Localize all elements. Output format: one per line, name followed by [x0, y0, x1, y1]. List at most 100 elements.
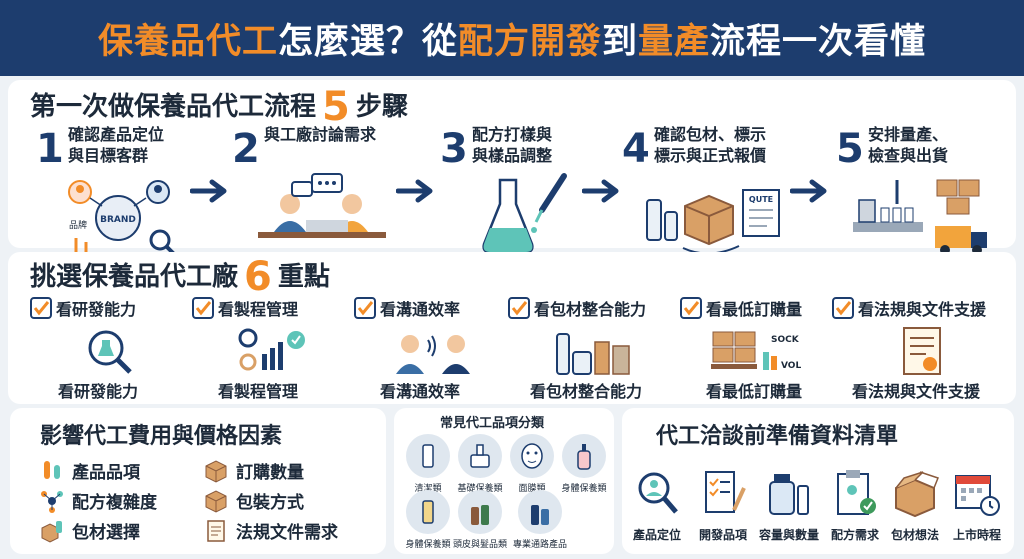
point-label: 看溝通效率 — [380, 300, 461, 319]
step-title: 與工廠討論需求 — [264, 125, 377, 144]
test-tube-icon — [44, 460, 60, 479]
factor-label: 產品品項 — [72, 463, 140, 483]
open-box-icon — [895, 471, 939, 518]
step-number: 4 — [622, 126, 650, 172]
checkbox-checked-icon — [30, 297, 52, 319]
shampoo-bottle-icon — [471, 505, 489, 525]
step-title: 確認產品定位 與目標客群 — [68, 125, 165, 165]
point-header: 看研發能力 — [30, 296, 136, 320]
factor-label: 訂購數量 — [236, 463, 304, 483]
factor-label: 法規文件需求 — [236, 523, 338, 543]
point-communication: 看溝通效率 看溝通效率 — [354, 296, 514, 406]
professional-bottles-icon — [531, 505, 549, 525]
point-header: 看包材整合能力 — [508, 296, 646, 320]
checkbox-checked-icon — [508, 297, 530, 319]
category-label: 面膜類 — [518, 484, 546, 494]
prep-development-items: 開發品項 — [690, 468, 756, 548]
point-caption: 看法規與文件支援 — [852, 382, 981, 401]
point-rd-capability: 看研發能力 看研發能力 — [30, 296, 190, 406]
product-tag: 品牌 — [69, 219, 87, 231]
jar-bottle-icon — [769, 474, 809, 515]
step-number: 5 — [836, 126, 864, 172]
point-label: 看最低訂購量 — [706, 300, 803, 319]
point-header: 看製程管理 — [192, 296, 298, 320]
category-mask: 面膜類 — [502, 434, 562, 496]
selection-panel — [8, 252, 1016, 404]
lotion-bottle-icon — [577, 444, 591, 470]
factor-label: 包材選擇 — [72, 523, 140, 543]
checkbox-checked-icon — [680, 297, 702, 319]
arrow-right-icon — [396, 179, 433, 203]
title-text-4: 到 — [602, 21, 639, 62]
point-label: 看包材整合能力 — [534, 300, 647, 319]
step-title: 配方打樣與 與樣品調整 — [472, 125, 553, 165]
arrow-right-icon — [582, 179, 619, 203]
point-header: 看最低訂購量 — [680, 296, 802, 320]
prep-label: 容量與數量 — [758, 528, 819, 542]
cream-jar-icon — [470, 444, 490, 468]
sock-tag: SOCK — [771, 335, 800, 345]
factor-label: 配方複雜度 — [72, 493, 157, 513]
cleanser-tube-icon — [422, 444, 434, 468]
categories-title: 常見代工品項分類 — [440, 416, 545, 431]
prep-product-positioning: 產品定位 — [624, 468, 690, 548]
factor-packaging-material: 包材選擇 — [40, 518, 140, 543]
quote-tag: QUTE — [749, 195, 773, 204]
meeting-discussion-icon — [258, 173, 386, 238]
point-label: 看法規與文件支援 — [858, 300, 987, 319]
prep-label: 產品定位 — [632, 528, 681, 542]
brand-target-icon: BRAND 品牌 — [68, 180, 176, 256]
brand-tag: BRAND — [100, 215, 136, 225]
process-title-suffix: 步驟 — [355, 92, 408, 122]
step-1: 1 確認產品定位 與目標客群 BRAND 品牌 — [36, 120, 206, 260]
point-regulation-docs: 看法規與文件支援 看法規與文件支援 — [832, 296, 1012, 406]
step-number: 3 — [440, 126, 468, 172]
clipboard-check-icon — [837, 470, 876, 515]
page-title: 保養品代工怎麼選？從配方開發到量產流程一次看懂 — [98, 13, 926, 64]
category-cleansing: 清潔類 — [398, 434, 458, 496]
step-number: 2 — [232, 126, 260, 172]
checkbox-checked-icon — [832, 297, 854, 319]
prep-formula-needs: 配方需求 — [822, 468, 888, 548]
prep-title: 代工洽談前準備資料清單 — [656, 424, 899, 449]
magnifier-flask-icon — [88, 330, 132, 374]
factors-panel — [10, 408, 386, 554]
point-header: 看法規與文件支援 — [832, 296, 986, 320]
step-4: 4 確認包材、標示 標示與正式報價 QUTE — [622, 120, 792, 260]
molecule-icon — [41, 490, 63, 513]
prep-label: 開發品項 — [698, 528, 747, 542]
selection-title-text: 挑選保養品代工廠 — [30, 262, 239, 292]
flask-dropper-icon — [482, 173, 567, 254]
category-label: 清潔類 — [414, 484, 442, 494]
packaging-bottles-icon — [556, 333, 630, 375]
box-icon — [205, 489, 227, 513]
document-icon — [207, 519, 225, 542]
category-label: 專業通路產品 — [512, 540, 567, 550]
arrow-right-icon — [790, 179, 827, 203]
point-header: 看溝通效率 — [354, 296, 460, 320]
factors-title: 影響代工費用與價格因素 — [40, 424, 283, 449]
factor-label: 包裝方式 — [236, 493, 304, 513]
point-caption: 看最低訂購量 — [706, 382, 803, 401]
process-title-number: 5 — [322, 84, 350, 130]
factor-packaging-method: 包裝方式 — [204, 488, 304, 513]
factor-formula-complexity: 配方複雜度 — [40, 488, 157, 513]
vol-tag: VOL — [781, 361, 801, 371]
prep-capacity-quantity: 容量與數量 — [756, 468, 822, 548]
point-minimum-order: 看最低訂購量 SOCK VOL 看最低訂購量 — [680, 296, 840, 406]
factor-regulation-docs: 法規文件需求 — [204, 518, 338, 543]
point-caption: 看製程管理 — [218, 382, 299, 401]
point-caption: 看溝通效率 — [380, 382, 461, 401]
point-packaging-integration: 看包材整合能力 看包材整合能力 — [508, 296, 668, 406]
box-icon — [205, 459, 227, 483]
point-caption: 看研發能力 — [58, 382, 139, 401]
step-title: 安排量產、 檢查與出貨 — [868, 125, 949, 165]
category-body-care-2: 身體保養類 — [398, 490, 458, 552]
category-label: 身體保養類 — [561, 484, 607, 494]
checklist-pen-icon — [705, 471, 746, 513]
calendar-clock-icon — [955, 475, 1000, 516]
category-label: 身體保養類 — [405, 540, 451, 550]
factory-truck-icon — [853, 179, 987, 255]
factor-order-quantity: 訂購數量 — [204, 458, 304, 483]
